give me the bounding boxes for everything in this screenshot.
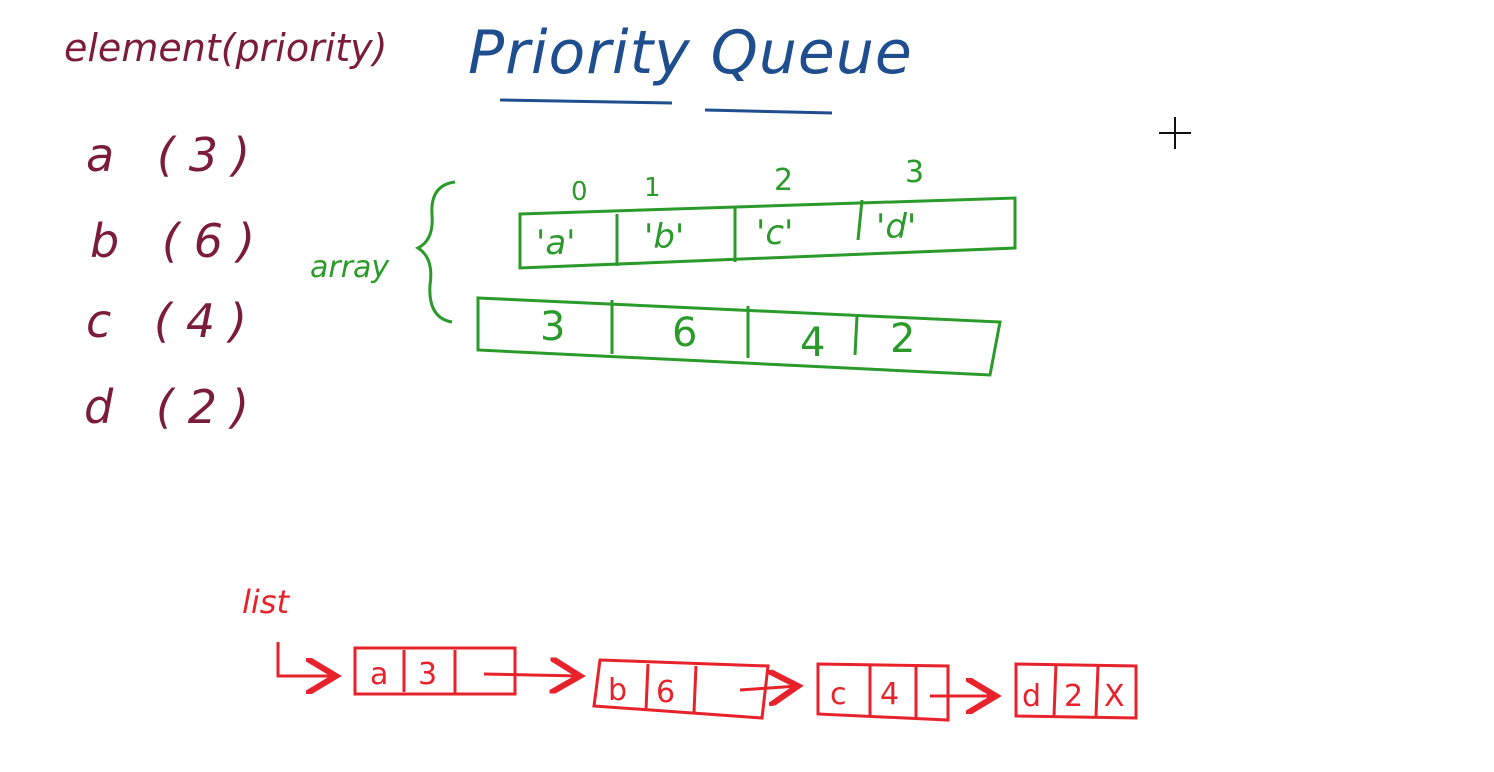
node-priority: 3 [418,657,437,692]
array-value: 'c' [756,213,793,253]
array-brace [414,180,456,324]
element-name: a [86,128,129,182]
list-label: list [242,583,289,621]
array-label: array [310,250,390,285]
cursor-crosshair-icon [1174,117,1176,149]
node-null-pointer: X [1104,679,1125,714]
list-node-b: b 6 [592,658,770,720]
element-name: d [84,380,128,434]
element-priority-header: element(priority) [64,26,388,70]
node-priority: 2 [1064,679,1083,714]
array-priority: 3 [540,304,565,350]
list-node-a: a 3 [353,646,517,696]
element-name: b [90,214,134,268]
array-index: 0 [571,177,588,207]
element-priority: (4) [153,294,262,348]
array-priority: 6 [672,310,697,356]
element-priority: (3) [156,128,265,182]
array-value: 'd' [876,207,916,247]
node-priority: 4 [880,677,899,712]
array-values-box [518,196,1017,270]
element-priority: (6) [161,214,270,268]
list-head-arrow [276,642,336,676]
array-index: 3 [905,155,924,190]
element-priority: (2) [155,380,264,434]
element-row-c: c (4) [86,294,261,348]
element-row-b: b (6) [90,214,269,268]
list-next-arrow [483,674,580,676]
node-priority: 6 [656,675,675,710]
node-value: c [830,677,847,712]
element-row-d: d (2) [84,380,263,434]
array-value: 'b' [644,217,684,257]
list-node-c: c 4 [816,662,950,722]
node-value: d [1022,679,1041,714]
element-row-a: a (3) [86,128,264,182]
array-index: 2 [774,163,793,198]
page-title: Priority Queue [468,18,913,88]
array-value: 'a' [536,223,576,263]
array-priorities-box [476,296,1002,377]
element-name: c [86,294,126,348]
array-index: 1 [644,173,661,203]
node-value: b [608,673,627,708]
array-priority: 4 [800,320,825,366]
list-node-d: d 2 X [1014,662,1138,720]
array-priority: 2 [890,316,915,362]
node-value: a [370,657,388,692]
list-next-arrow [739,686,798,690]
